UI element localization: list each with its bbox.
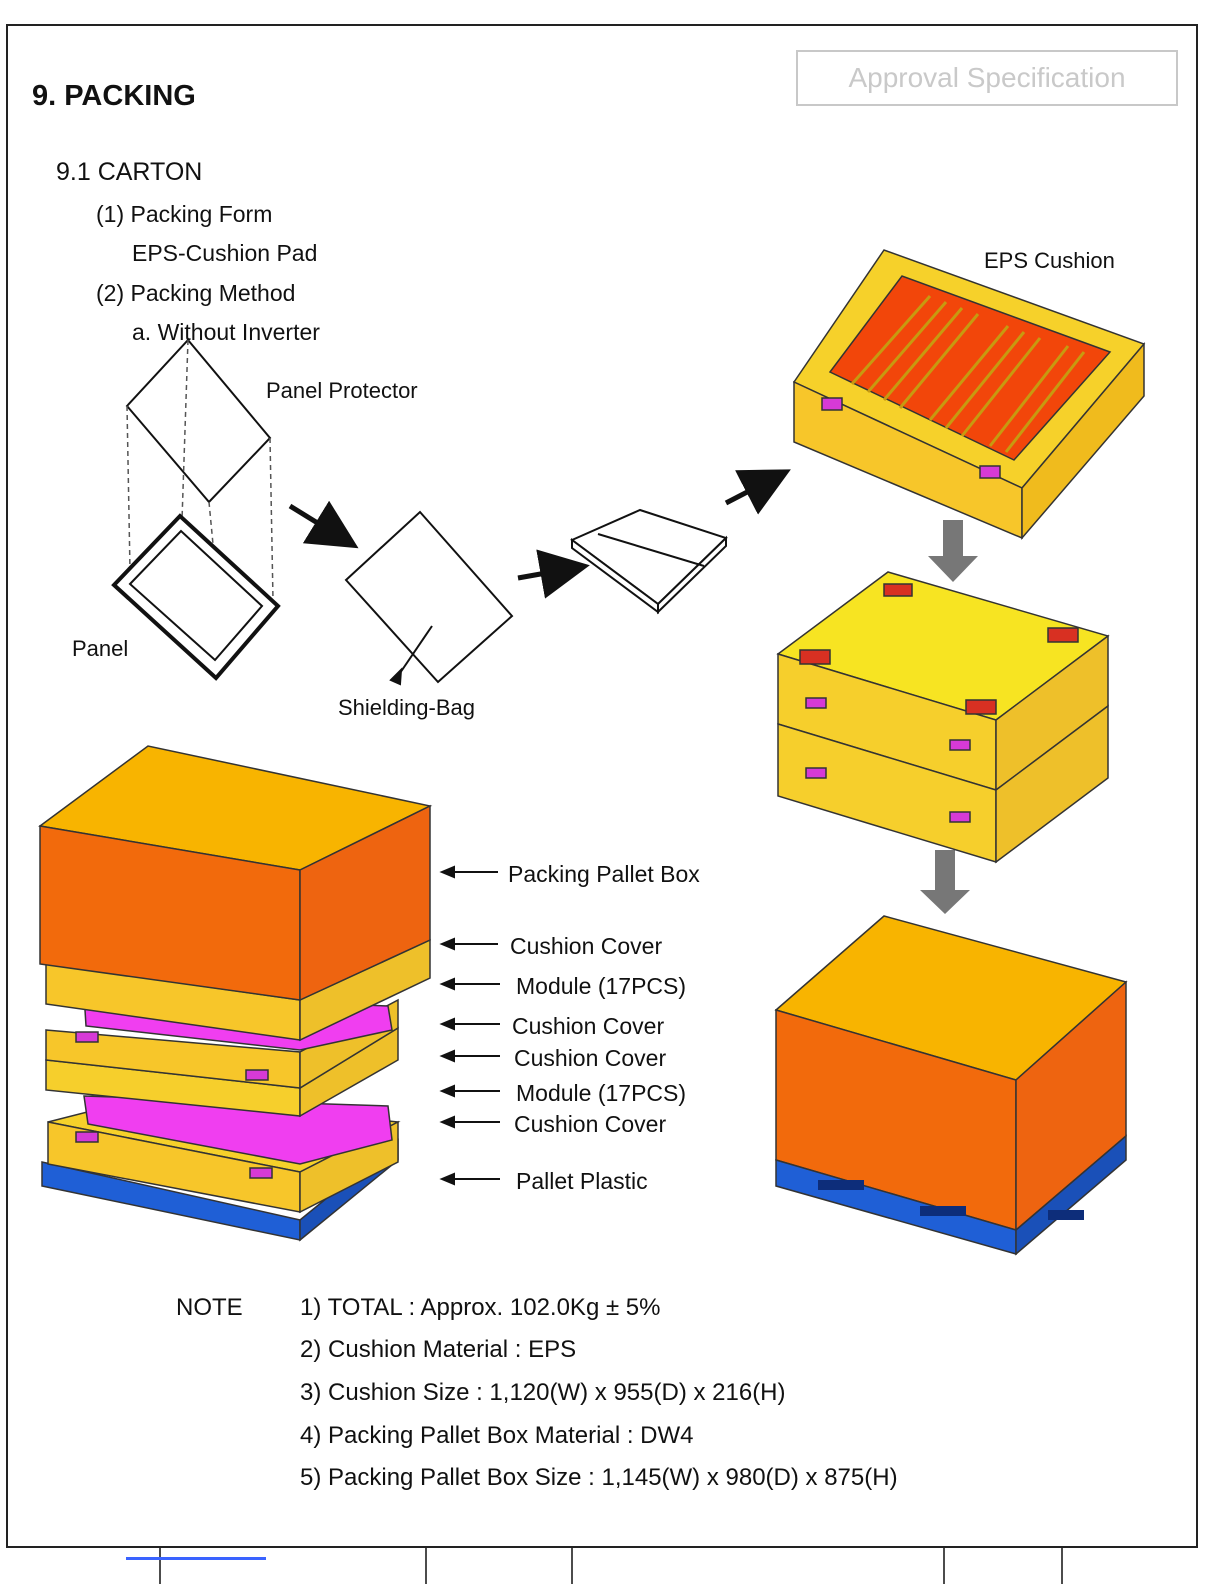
section-title: 9. PACKING (32, 80, 196, 112)
stack-label: Module (17PCS) (516, 1080, 687, 1106)
flow-arrow-2 (517, 549, 590, 599)
stack-label-arrows (439, 865, 500, 1186)
grey-down-arrows (920, 520, 978, 914)
note-item-4: 4) Packing Pallet Box Material : DW4 (300, 1422, 694, 1449)
flow-arrow-1 (288, 500, 359, 549)
note-item-5: 5) Packing Pallet Box Size : 1,145(W) x … (300, 1464, 898, 1491)
page-frame (6, 24, 1198, 1548)
final-pallet-box (774, 915, 1128, 1256)
footer-blue-mark (126, 1557, 266, 1560)
note-item-2: 2) Cushion Material : EPS (300, 1336, 577, 1363)
subsection-title: 9.1 CARTON (56, 158, 203, 186)
note-item-1: 1) TOTAL : Approx. 102.0Kg ± 5% (300, 1294, 661, 1321)
stack-label: Packing Pallet Box (508, 861, 700, 887)
panel-protector-drawing (125, 338, 272, 504)
label-panel: Panel (72, 636, 129, 661)
label-eps-cushion: EPS Cushion (984, 248, 1115, 273)
eps-cushion-tray (792, 249, 1146, 541)
packing-form-value: EPS-Cushion Pad (132, 240, 318, 266)
shielding-bag-drawing (344, 510, 514, 686)
stack-label: Pallet Plastic (516, 1168, 648, 1194)
approval-stamp: Approval Specification (796, 50, 1178, 106)
packing-form-label: (1) Packing Form (96, 201, 273, 227)
stack-label: Cushion Cover (514, 1111, 667, 1137)
label-shielding-bag: Shielding-Bag (338, 695, 475, 720)
flow-arrow-3 (724, 469, 791, 515)
alignment-guides (126, 339, 274, 661)
packing-method-label: (2) Packing Method (96, 280, 296, 306)
footer-table-lines (159, 1548, 1063, 1584)
stack-label: Cushion Cover (512, 1013, 665, 1039)
folded-bag-drawing (570, 508, 728, 615)
note-item-3: 3) Cushion Size : 1,120(W) x 955(D) x 21… (300, 1379, 786, 1406)
stacked-cushions (776, 571, 1110, 864)
note-heading: NOTE (176, 1294, 243, 1321)
packing-method-value: a. Without Inverter (132, 319, 320, 345)
exploded-stack (38, 745, 433, 1242)
panel-drawing (111, 513, 281, 681)
stack-label: Cushion Cover (510, 933, 663, 959)
stack-label: Cushion Cover (514, 1045, 667, 1071)
stack-label: Module (17PCS) (516, 973, 687, 999)
approval-stamp-text: Approval Specification (848, 62, 1126, 93)
label-panel-protector: Panel Protector (266, 378, 418, 403)
